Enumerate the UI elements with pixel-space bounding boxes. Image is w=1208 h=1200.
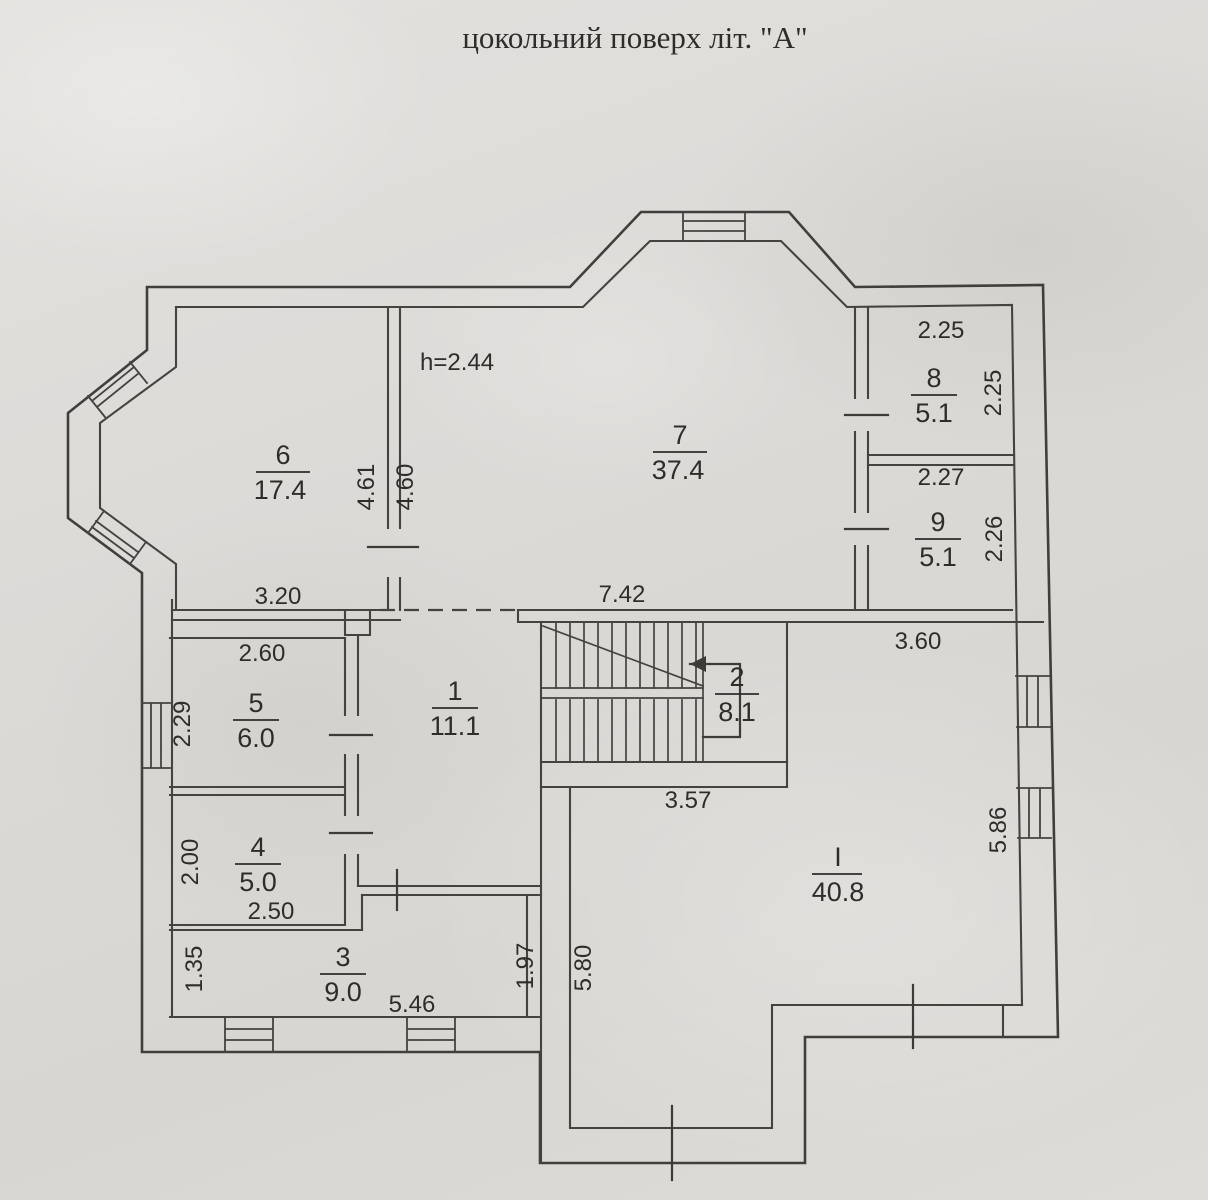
room-5-area: 6.0 <box>237 723 275 753</box>
dim-roomI-side: 5.86 <box>985 807 1012 854</box>
room-I-number: I <box>834 842 842 872</box>
room-3-number: 3 <box>335 942 350 972</box>
dim-room3-bottom: 5.46 <box>389 991 436 1018</box>
window-top-bay <box>682 211 746 242</box>
room-labels: 1 11.1 2 8.1 3 9.0 4 5.0 5 6.0 6 17.4 7 … <box>233 363 961 1007</box>
dim-room5-top: 2.60 <box>239 640 286 667</box>
window-left-room5 <box>141 702 171 769</box>
dim-room9-side: 2.26 <box>981 516 1008 563</box>
room-I-area: 40.8 <box>812 877 865 907</box>
interior-walls <box>168 305 1045 1165</box>
room-3-area: 9.0 <box>324 977 362 1007</box>
dim-room8-top: 2.25 <box>918 317 965 344</box>
dim-room6-side: 4.61 <box>353 464 380 511</box>
ceiling-height-note: h=2.44 <box>420 349 494 376</box>
room-4-area: 5.0 <box>239 867 277 897</box>
window-right-roomI-upper <box>1015 675 1051 728</box>
room-7-number: 7 <box>672 420 687 450</box>
window-left-bay-upper <box>86 360 149 419</box>
room-6-number: 6 <box>275 440 290 470</box>
dim-corridor-side: 1.97 <box>512 943 539 990</box>
dim-room4-side: 2.00 <box>177 839 204 886</box>
dim-hall-bottom: 3.57 <box>665 787 712 814</box>
dim-corridor-length: 5.80 <box>570 945 597 992</box>
window-symbols <box>86 211 1052 1053</box>
dim-room9-top: 2.27 <box>918 464 965 491</box>
dim-room7-bottom: 7.42 <box>599 581 646 608</box>
dim-room3-side: 1.35 <box>181 946 208 993</box>
window-bottom-room3-right <box>406 1016 456 1053</box>
room-9-number: 9 <box>930 507 945 537</box>
room-6-area: 17.4 <box>254 475 307 505</box>
dim-room7-side: 4.60 <box>392 464 419 511</box>
page-title: цокольний поверх літ. "А" <box>462 20 807 55</box>
dim-room5-side: 2.29 <box>169 701 196 748</box>
room-8-number: 8 <box>926 363 941 393</box>
dim-room6-bottom: 3.20 <box>255 583 302 610</box>
window-right-roomI-lower <box>1016 787 1052 839</box>
dim-room8-side: 2.25 <box>980 370 1007 417</box>
room-5-number: 5 <box>248 688 263 718</box>
window-bottom-room3-left <box>224 1016 274 1053</box>
room-7-area: 37.4 <box>652 455 705 485</box>
room-1-area: 11.1 <box>430 711 481 741</box>
room-9-area: 5.1 <box>919 542 957 572</box>
staircase <box>540 621 742 763</box>
door-opening-marks <box>328 413 915 1182</box>
room-2-number: 2 <box>729 662 744 692</box>
room-4-number: 4 <box>250 832 265 862</box>
window-left-bay-lower <box>86 509 148 566</box>
exterior-walls <box>66 210 1060 1165</box>
dimension-labels: 3.20 7.42 4.61 4.60 2.25 2.25 2.27 2.26 … <box>169 317 1012 1018</box>
dim-room4-bottom: 2.50 <box>248 898 295 925</box>
stair-direction-arrow-icon <box>688 656 742 739</box>
room-2-area: 8.1 <box>718 697 756 727</box>
dim-roomI-top: 3.60 <box>895 628 942 655</box>
room-8-area: 5.1 <box>915 398 953 428</box>
room-1-number: 1 <box>447 676 462 706</box>
